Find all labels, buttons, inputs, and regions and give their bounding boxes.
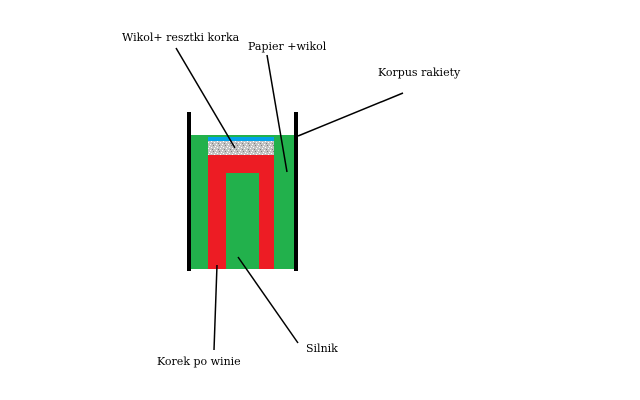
- label-wikol-cork-remains: Wikol+ resztki korka: [122, 31, 240, 44]
- leader-line-korpus: [297, 92, 404, 137]
- label-wine-cork: Korek po winie: [157, 355, 241, 368]
- rocket-body-left-wall: [187, 112, 191, 271]
- engine-shape: [208, 155, 274, 269]
- glue-strip: [208, 137, 274, 141]
- leader-line-silnik: [237, 256, 299, 344]
- cork-remains-layer: [208, 141, 274, 155]
- leader-line-korek: [213, 264, 218, 351]
- label-rocket-body: Korpus rakiety: [378, 66, 461, 79]
- label-paper-glue: Papier +wikol: [248, 40, 327, 53]
- leader-line-papier: [266, 54, 288, 173]
- rocket-body-right-wall: [294, 112, 298, 271]
- leader-line-wikol: [175, 47, 236, 149]
- label-engine: Silnik: [306, 342, 338, 355]
